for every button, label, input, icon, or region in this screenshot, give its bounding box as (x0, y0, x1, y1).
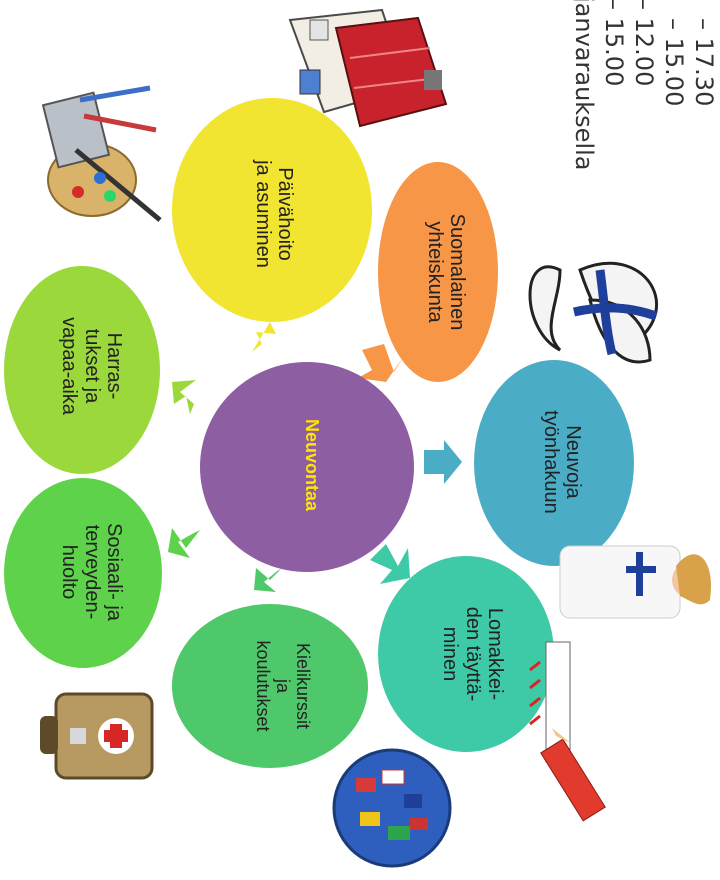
node-lomakkeiden-label: Lomakkei- den täyttä- minen (439, 606, 506, 702)
node-lomakkeiden (378, 556, 554, 752)
arrow-lomake (370, 544, 410, 584)
node-paivahoito-label: Päivähoito ja asuminen (251, 160, 296, 268)
node-harrastukset (4, 266, 160, 474)
arrow-kieli (254, 568, 282, 592)
node-suomalainen (378, 162, 498, 382)
arrow-neuvoja (424, 440, 462, 484)
center-node (200, 362, 414, 572)
node-neuvoja-label: Neuvoja työnhakuun (539, 410, 584, 514)
arrows (168, 322, 462, 592)
node-neuvoja (474, 360, 634, 566)
arrow-suomalainen (358, 344, 404, 382)
arrow-sosiaali (168, 528, 200, 558)
node-kielikurssit-label: Kielikurssit ja koulutukset (252, 640, 313, 732)
node-suomalainen-label: Suomalainen yhteiskunta (423, 213, 468, 331)
node-sosiaali-label: Sosiaali- ja terveyden- huolto (58, 523, 125, 621)
arrow-harras (172, 380, 196, 414)
node-kielikurssit (172, 604, 368, 768)
arrow-paiva (252, 322, 276, 352)
node-harrastukset-label: Harras- tukset ja vapaa-aika (58, 317, 125, 415)
node-sosiaali (4, 478, 162, 668)
center-label: Neuvontaa (302, 418, 322, 512)
node-paivahoito (172, 98, 372, 322)
